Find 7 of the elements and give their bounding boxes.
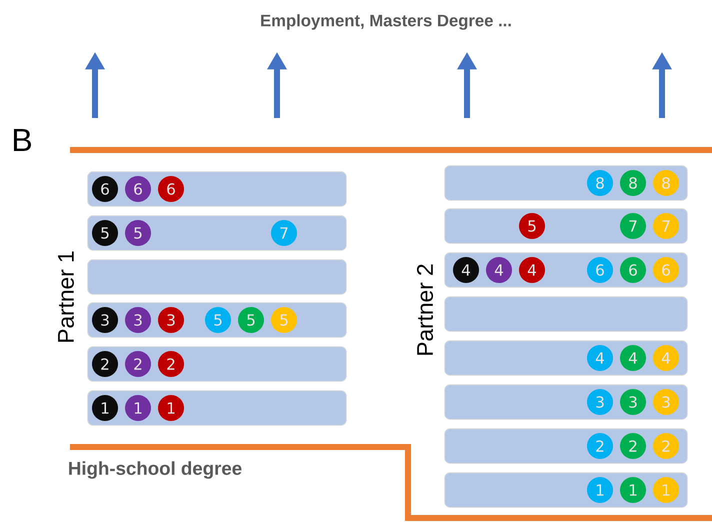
panel-letter: B [14,129,31,151]
row-box [87,259,347,295]
row-box [444,296,688,332]
partner-label: Partner 2 [416,264,434,355]
heading: Employment, Masters Degree ... [261,14,511,30]
partner-label: Partner 1 [58,252,74,342]
level-label: High-school degree [69,461,242,479]
